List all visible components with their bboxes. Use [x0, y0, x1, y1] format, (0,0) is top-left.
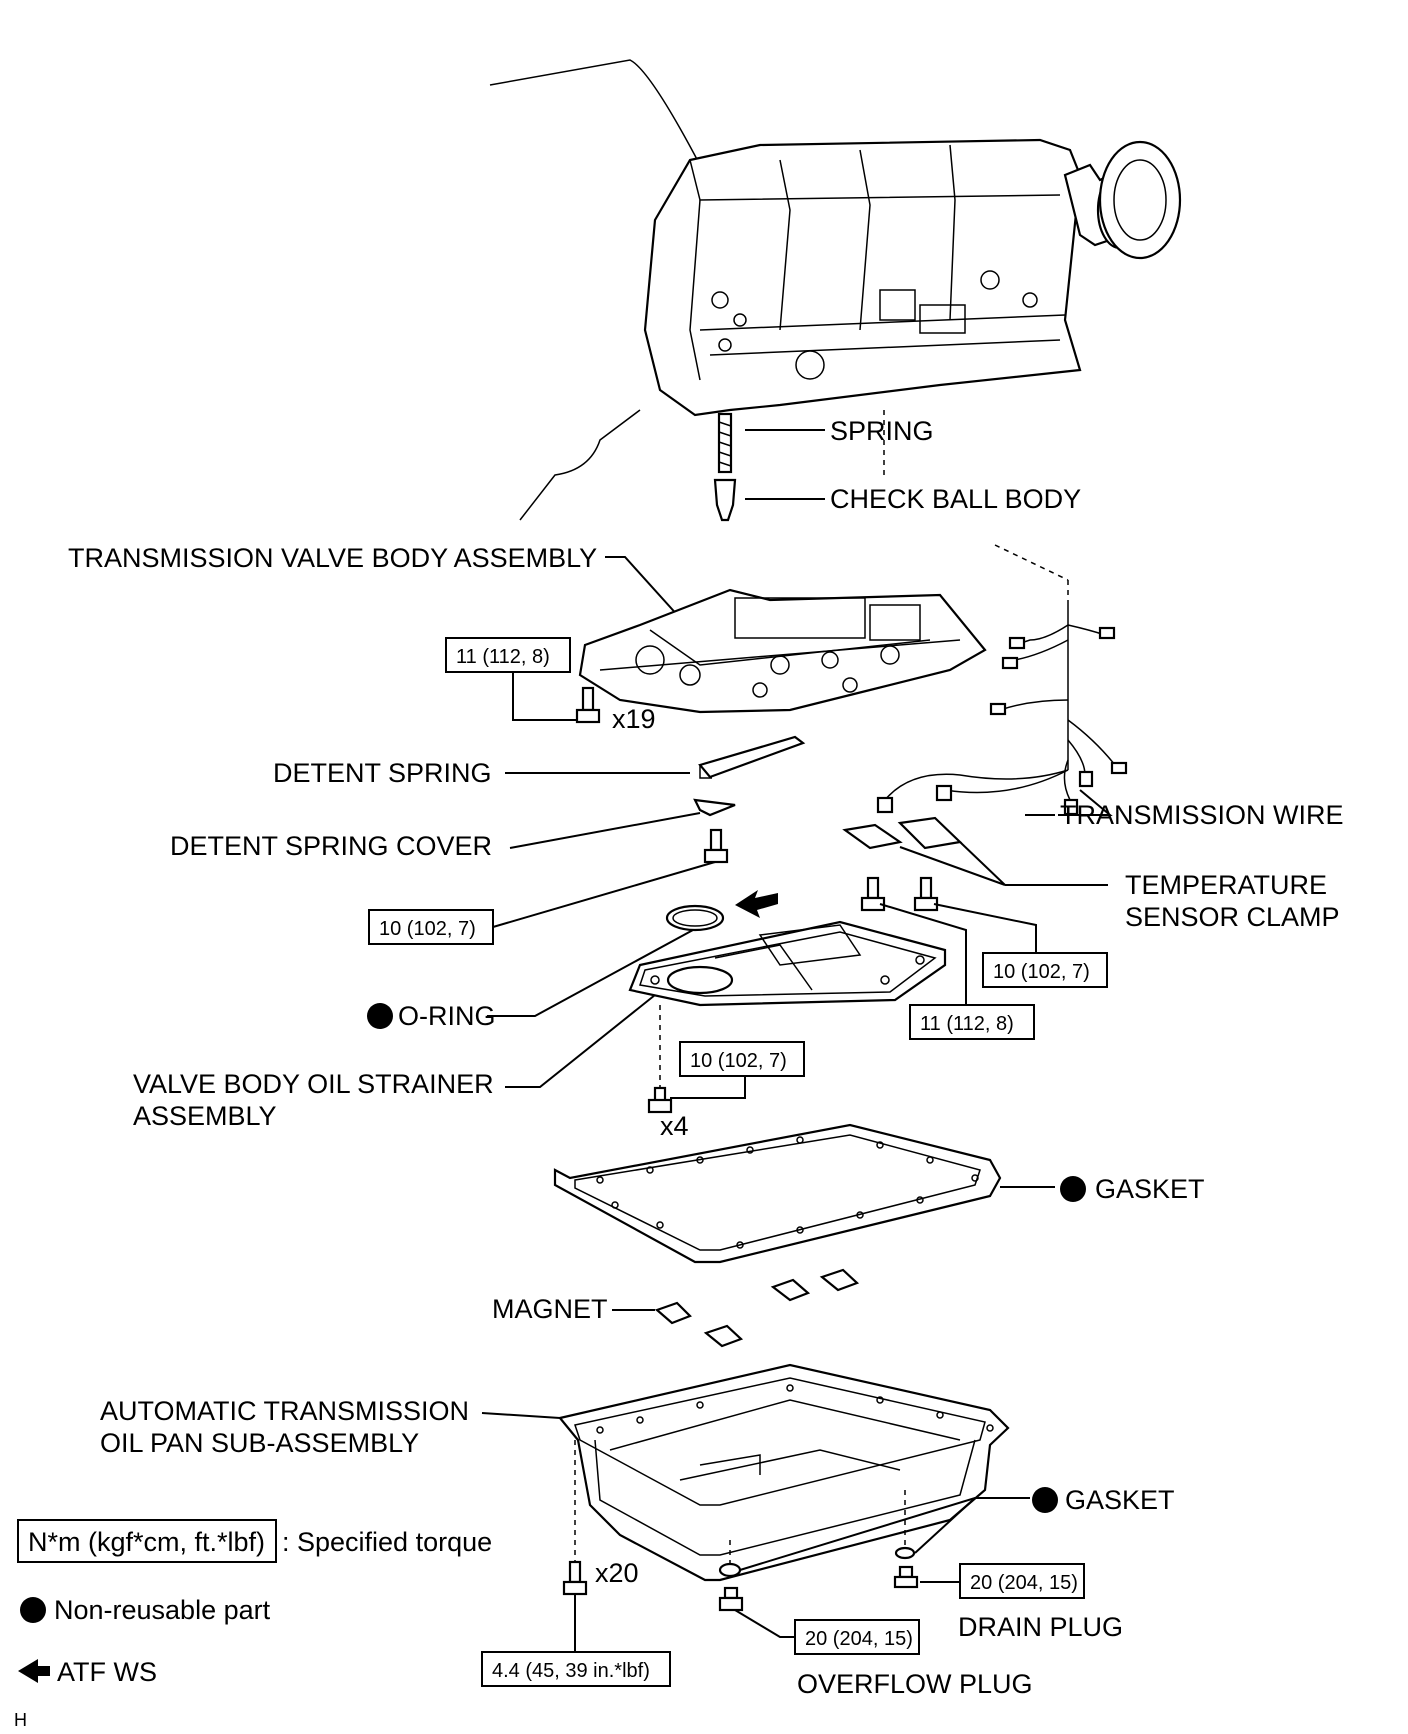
plug-gasket-label: GASKET	[1065, 1485, 1175, 1515]
transmission-case	[489, 59, 1182, 521]
oil-strainer-part	[628, 920, 947, 1007]
clamp-right-torque: 10 (102, 7)	[993, 961, 1090, 983]
clamp-right-torque-box	[982, 952, 1108, 988]
detent-spring-cover-label: DETENT SPRING COVER	[170, 831, 492, 861]
bolt-icon	[703, 828, 729, 864]
bolt-icon	[913, 876, 939, 912]
strainer-label-1: VALVE BODY OIL STRAINER	[133, 1069, 494, 1099]
strainer-torque-box	[679, 1041, 805, 1077]
overflow-plug-torque-box	[794, 1619, 920, 1655]
non-reusable-icon	[367, 1003, 393, 1029]
magnet-label: MAGNET	[492, 1294, 608, 1324]
valve-body-part	[578, 588, 987, 714]
detent-spring-cover-part	[693, 798, 736, 817]
valve-body-torque-box	[445, 637, 571, 673]
spring-part	[717, 410, 885, 480]
corner-mark: H	[14, 1710, 27, 1730]
strainer-bolt-qty: x4	[660, 1111, 689, 1141]
non-reusable-icon	[1060, 1176, 1086, 1202]
temp-sensor-clamp-label-2: SENSOR CLAMP	[1125, 902, 1340, 932]
transmission-wire-label: TRANSMISSION WIRE	[1060, 800, 1344, 830]
atf-arrow-icon	[18, 1659, 50, 1683]
check-ball-body-part	[713, 478, 825, 522]
valve-body-torque: 11 (112, 8)	[456, 646, 550, 668]
drain-plug-torque: 20 (204, 15)	[970, 1572, 1078, 1594]
pan-gasket-label: GASKET	[1095, 1174, 1205, 1204]
oil-pan-label-2: OIL PAN SUB-ASSEMBLY	[100, 1428, 419, 1458]
non-reusable-icon	[20, 1597, 46, 1623]
strainer-torque: 10 (102, 7)	[690, 1050, 787, 1072]
pan-bolt-qty: x20	[595, 1558, 639, 1588]
pan-gasket-part	[553, 1123, 1002, 1264]
bolt-icon	[860, 876, 886, 912]
legend-torque-units: N*m (kgf*cm, ft.*lbf)	[28, 1527, 265, 1557]
oil-pan-label-1: AUTOMATIC TRANSMISSION	[100, 1396, 469, 1426]
o-ring-label: O-RING	[398, 1001, 496, 1031]
pan-bolt-torque-box	[481, 1651, 671, 1687]
legend: N*m (kgf*cm, ft.*lbf) : Specified torque…	[17, 1519, 492, 1687]
overflow-plug-label: OVERFLOW PLUG	[797, 1669, 1033, 1699]
drain-plug-label: DRAIN PLUG	[958, 1612, 1123, 1642]
legend-atf: ATF WS	[57, 1657, 157, 1687]
clamp-left-torque: 11 (112, 8)	[920, 1013, 1014, 1035]
legend-non-reusable: Non-reusable part	[54, 1595, 271, 1625]
valve-body-label: TRANSMISSION VALVE BODY ASSEMBLY	[68, 543, 597, 573]
overflow-plug-part	[718, 1586, 744, 1612]
drain-plug-part	[893, 1565, 919, 1589]
detent-spring-part	[698, 735, 806, 779]
check-ball-body-label: CHECK BALL BODY	[830, 484, 1081, 514]
drain-plug-torque-box	[959, 1563, 1085, 1599]
oil-pan-part	[558, 1363, 1010, 1582]
detent-cover-torque: 10 (102, 7)	[379, 918, 476, 940]
clamp-left-torque-box	[909, 1004, 1035, 1040]
overflow-plug-torque: 20 (204, 15)	[805, 1628, 913, 1650]
temp-sensor-clamp-part	[842, 816, 963, 850]
detent-spring-label: DETENT SPRING	[273, 758, 492, 788]
valve-body-bolt-qty: x19	[612, 704, 656, 734]
bolt-icon	[562, 1560, 588, 1596]
detent-cover-torque-box	[368, 909, 494, 945]
pan-bolt-torque: 4.4 (45, 39 in.*lbf)	[492, 1660, 650, 1682]
spring-label: SPRING	[830, 416, 934, 446]
bolt-icon	[647, 1086, 673, 1114]
o-ring-part	[665, 904, 725, 932]
bolt-icon	[575, 686, 601, 724]
temp-sensor-clamp-label-1: TEMPERATURE	[1125, 870, 1327, 900]
legend-torque-desc: : Specified torque	[282, 1527, 492, 1557]
transmission-wire-part	[876, 544, 1128, 816]
non-reusable-icon	[1032, 1487, 1058, 1513]
strainer-label-2: ASSEMBLY	[133, 1101, 277, 1131]
magnet-part	[654, 1268, 860, 1348]
legend-torque-box	[17, 1519, 277, 1563]
atf-arrow-icon	[735, 890, 778, 918]
